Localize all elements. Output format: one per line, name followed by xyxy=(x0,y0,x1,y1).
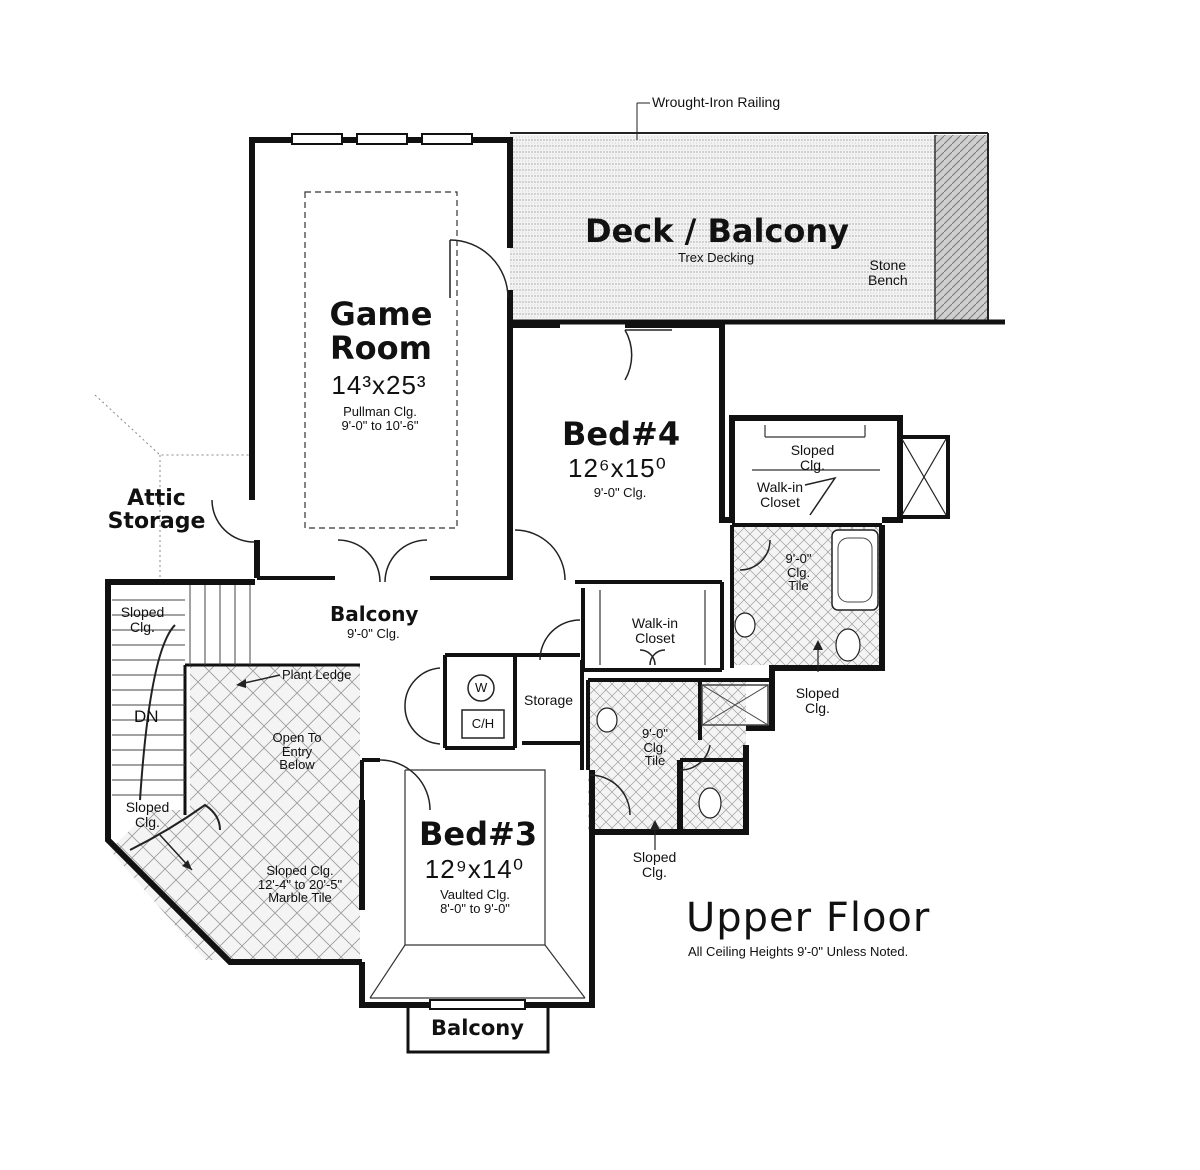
deck-area xyxy=(510,135,935,323)
washer-label: W xyxy=(475,680,488,695)
bed4-ceiling: 9'-0" Clg. xyxy=(593,485,647,500)
plant-ledge-label: Plant Ledge xyxy=(282,667,352,682)
game-room-ceiling: Pullman Clg.9'-0" to 10'-6" xyxy=(341,404,419,433)
open-to-entry-area xyxy=(190,665,360,960)
bed3-ceiling: Vaulted Clg.8'-0" to 9'-0" xyxy=(440,887,510,916)
game-room-dim: 14³x25³ xyxy=(331,370,427,400)
balcony-front-label: Balcony xyxy=(431,1016,524,1040)
bath-tile-lower: 9'-0"Clg.Tile xyxy=(642,726,668,769)
bed4-dim: 12⁶x15⁰ xyxy=(568,453,667,483)
deck-note: Trex Decking xyxy=(678,250,755,265)
stone-bench-area xyxy=(935,135,987,323)
railing-callout: Wrought-Iron Railing xyxy=(652,94,781,110)
floor-subtitle: All Ceiling Heights 9'-0" Unless Noted. xyxy=(688,944,909,959)
storage-label: Storage xyxy=(524,692,574,708)
bed4-title: Bed#4 xyxy=(562,415,681,453)
bed3-dim: 12⁹x14⁰ xyxy=(424,854,525,884)
marble-tile-label: Sloped Clg.12'-4" to 20'-5"Marble Tile xyxy=(257,863,343,906)
deck-title: Deck / Balcony xyxy=(585,212,850,250)
bath-tile-upper: 9'-0"Clg.Tile xyxy=(785,551,812,594)
balcony-hall-ceiling: 9'-0" Clg. xyxy=(347,626,400,641)
dn-label: DN xyxy=(134,707,159,726)
floor-title: Upper Floor xyxy=(686,895,931,941)
ch-label: C/H xyxy=(471,716,495,731)
bed3-title: Bed#3 xyxy=(419,815,538,853)
balcony-hall-title: Balcony xyxy=(330,602,419,626)
